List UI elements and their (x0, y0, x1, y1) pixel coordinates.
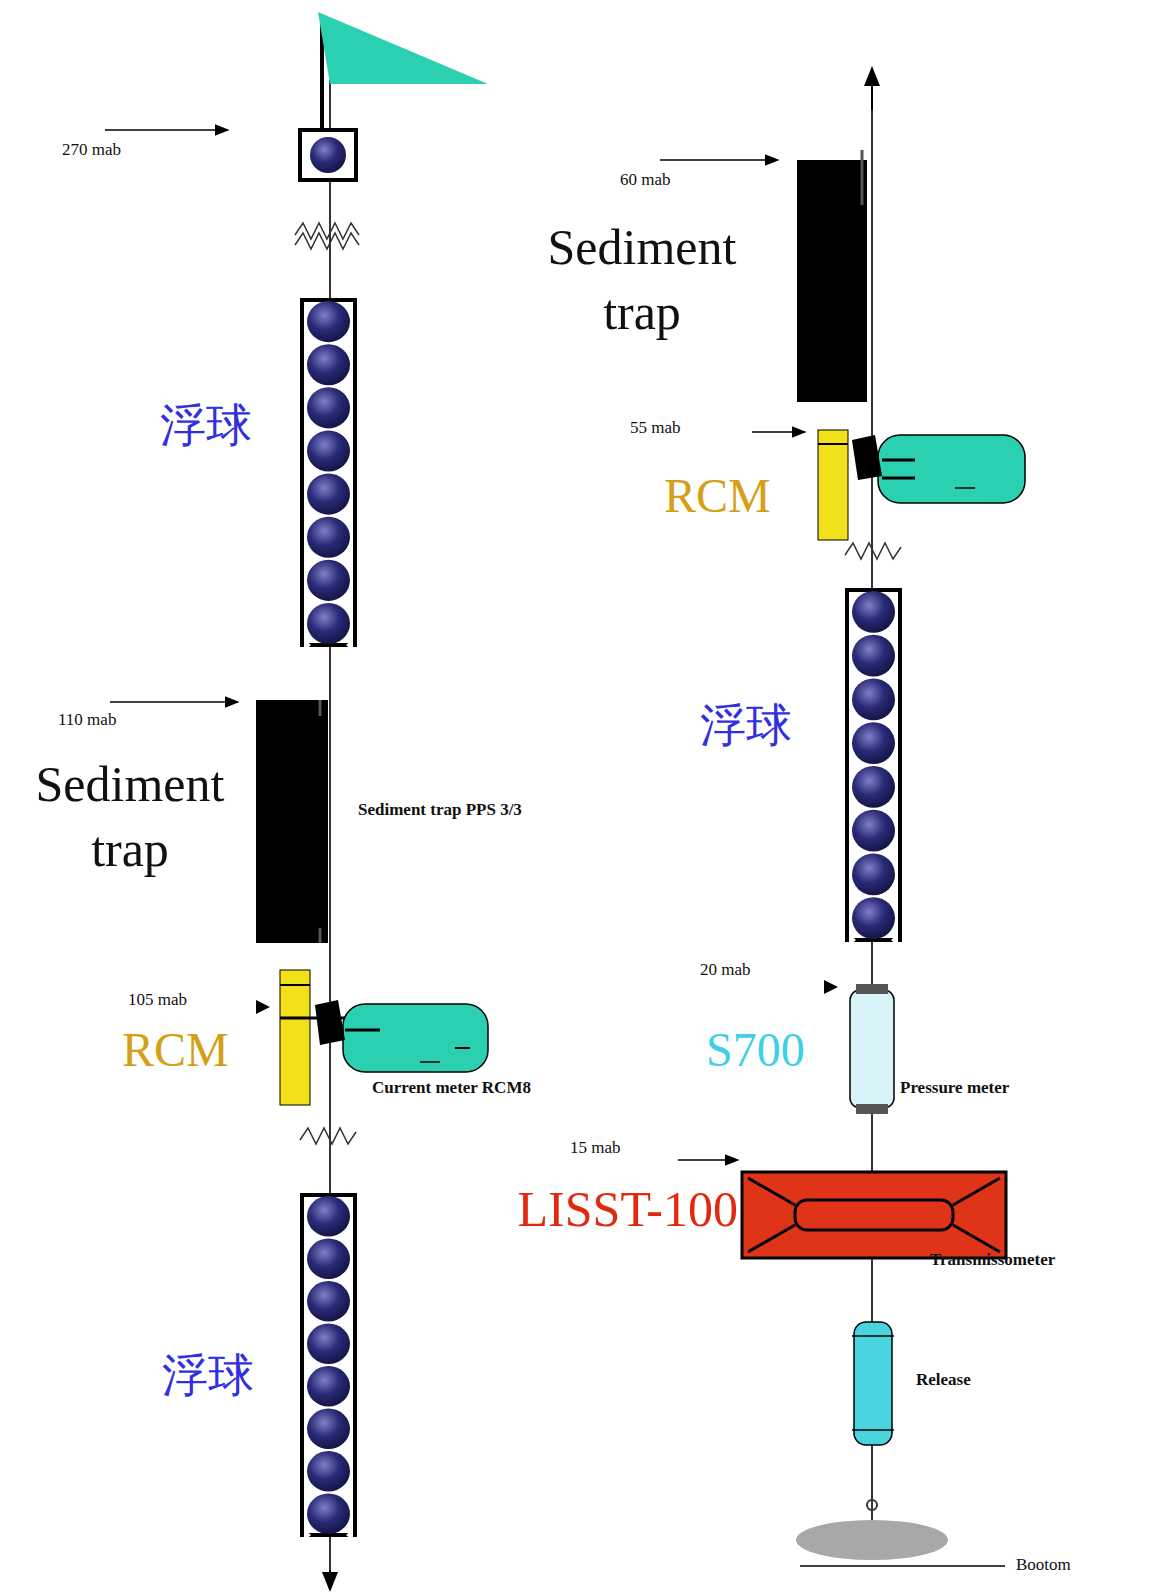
depth-marker: 270 mab (62, 140, 121, 160)
float-ball (852, 897, 895, 939)
float-ball (307, 1366, 350, 1407)
depth-marker: 105 mab (128, 990, 187, 1010)
float-ball (307, 1451, 350, 1492)
instrument-note: Pressure meter (900, 1078, 1009, 1098)
float-ball (307, 1409, 350, 1450)
depth-marker: 60 mab (620, 170, 671, 190)
float-ball (852, 810, 895, 852)
float-ball (307, 430, 350, 471)
float-ball (307, 301, 350, 342)
instrument-label: RCM (664, 468, 771, 523)
float-ball (307, 387, 350, 428)
float-ball (307, 344, 350, 385)
instrument-label: Sediment trap (522, 215, 762, 345)
bottom-label: Bootom (1016, 1555, 1071, 1575)
float-ball (852, 591, 895, 633)
float-label: 浮球 (160, 395, 252, 457)
depth-marker: 15 mab (570, 1138, 621, 1158)
float-ball (307, 1239, 350, 1280)
instrument-note: Transmissometer (930, 1250, 1055, 1270)
float-ball (852, 722, 895, 764)
float-ball (307, 1494, 350, 1535)
float-label: 浮球 (700, 695, 792, 757)
float-ball (852, 635, 895, 677)
float-ball (852, 766, 895, 808)
float-ball (307, 1196, 350, 1237)
instrument-label: S700 (706, 1022, 805, 1077)
float-ball (852, 854, 895, 896)
float-label: 浮球 (162, 1345, 254, 1407)
float-ball (307, 1281, 350, 1322)
instrument-label: RCM (122, 1022, 229, 1077)
depth-marker: 110 mab (58, 710, 116, 730)
instrument-label: LISST-100 (518, 1180, 738, 1238)
instrument-note: Release (916, 1370, 971, 1390)
float-ball (307, 603, 350, 644)
float-ball (307, 560, 350, 601)
depth-marker: 55 mab (630, 418, 681, 438)
instrument-note: Current meter RCM8 (372, 1078, 531, 1098)
instrument-note: Sediment trap PPS 3/3 (358, 800, 522, 820)
float-ball (307, 517, 350, 558)
float-ball (852, 679, 895, 721)
float-ball (307, 1324, 350, 1365)
depth-marker: 20 mab (700, 960, 751, 980)
float-ball (307, 474, 350, 515)
instrument-label: Sediment trap (10, 752, 250, 882)
